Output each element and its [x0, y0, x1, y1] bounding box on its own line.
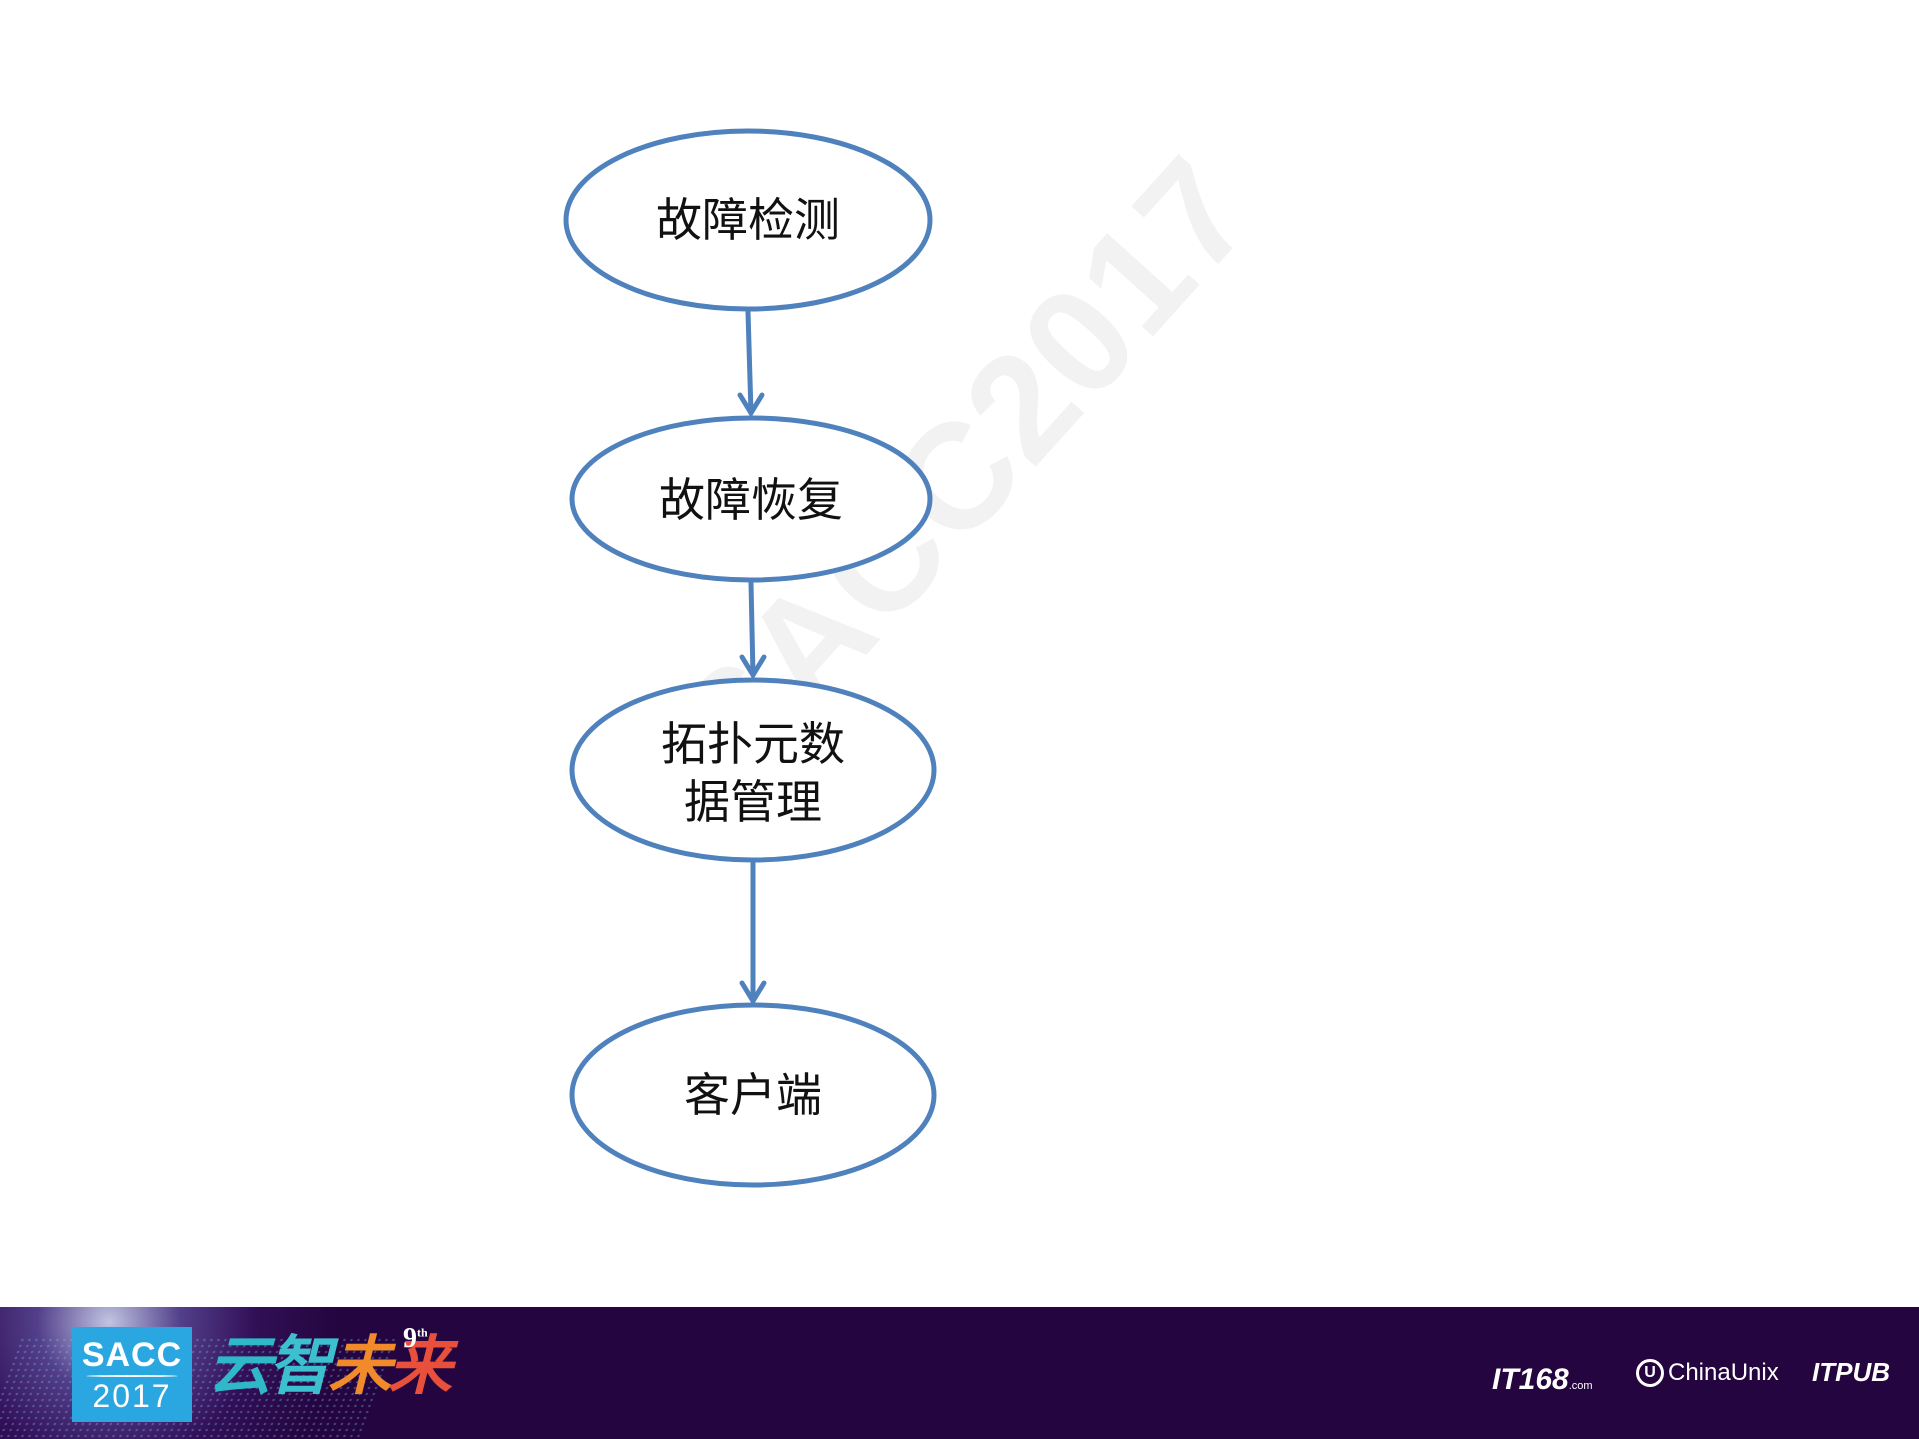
node-label: 客户端	[684, 1068, 822, 1122]
sacc-logo-divider	[86, 1374, 178, 1377]
sponsor-itpub-text: ITPUB	[1812, 1357, 1890, 1387]
sponsor-itpub-logo: ITPUB	[1812, 1357, 1890, 1388]
sponsor-it168-suffix: .com	[1568, 1380, 1593, 1392]
edition-suffix: th	[417, 1325, 428, 1340]
arrow-3	[739, 860, 767, 1006]
slogan-char: 来	[388, 1330, 452, 1404]
edition-badge: 9th	[403, 1323, 428, 1355]
sponsor-chinaunix-logo: U ChinaUnix	[1636, 1359, 1779, 1387]
node-client: 客户端	[572, 1065, 934, 1125]
node-label: 故障恢复	[659, 473, 843, 527]
sponsor-it168-text: IT168	[1492, 1363, 1569, 1396]
node-topology-metadata: 拓扑元数 据管理	[572, 715, 934, 831]
slogan-char: 云	[208, 1330, 272, 1404]
sacc-logo-line1: SACC	[81, 1335, 183, 1374]
flowchart	[563, 128, 937, 1188]
sponsor-it168-logo: IT168.com	[1492, 1363, 1593, 1397]
node-fault-detection: 故障检测	[566, 190, 930, 250]
sacc-logo: SACC 2017	[72, 1327, 192, 1422]
node-label: 故障检测	[656, 193, 840, 247]
node-label-line1: 拓扑元数	[661, 717, 845, 771]
node-fault-recovery-shape	[569, 415, 933, 583]
slogan-char: 智	[268, 1330, 332, 1404]
slogan: 云智未来	[208, 1327, 452, 1407]
node-topology-metadata-shape	[569, 677, 937, 863]
slide-canvas: SACC2017 故障检测 故障恢复 拓扑元数 据管理	[563, 125, 1285, 1188]
arrow-1	[737, 309, 765, 418]
sponsor-chinaunix-text: ChinaUnix	[1668, 1359, 1779, 1386]
node-label-line2: 据管理	[684, 775, 822, 829]
node-fault-recovery: 故障恢复	[572, 470, 930, 530]
slogan-char: 未	[328, 1330, 392, 1404]
footer-banner: SACC 2017 云智未来 9th IT168.com U ChinaUnix…	[0, 1307, 1919, 1439]
edition-number: 9	[403, 1323, 417, 1354]
node-fault-detection-shape	[563, 128, 933, 312]
chinaunix-ring-icon: U	[1636, 1359, 1664, 1387]
sacc-logo-line2: 2017	[92, 1377, 172, 1414]
arrow-2	[739, 580, 767, 680]
